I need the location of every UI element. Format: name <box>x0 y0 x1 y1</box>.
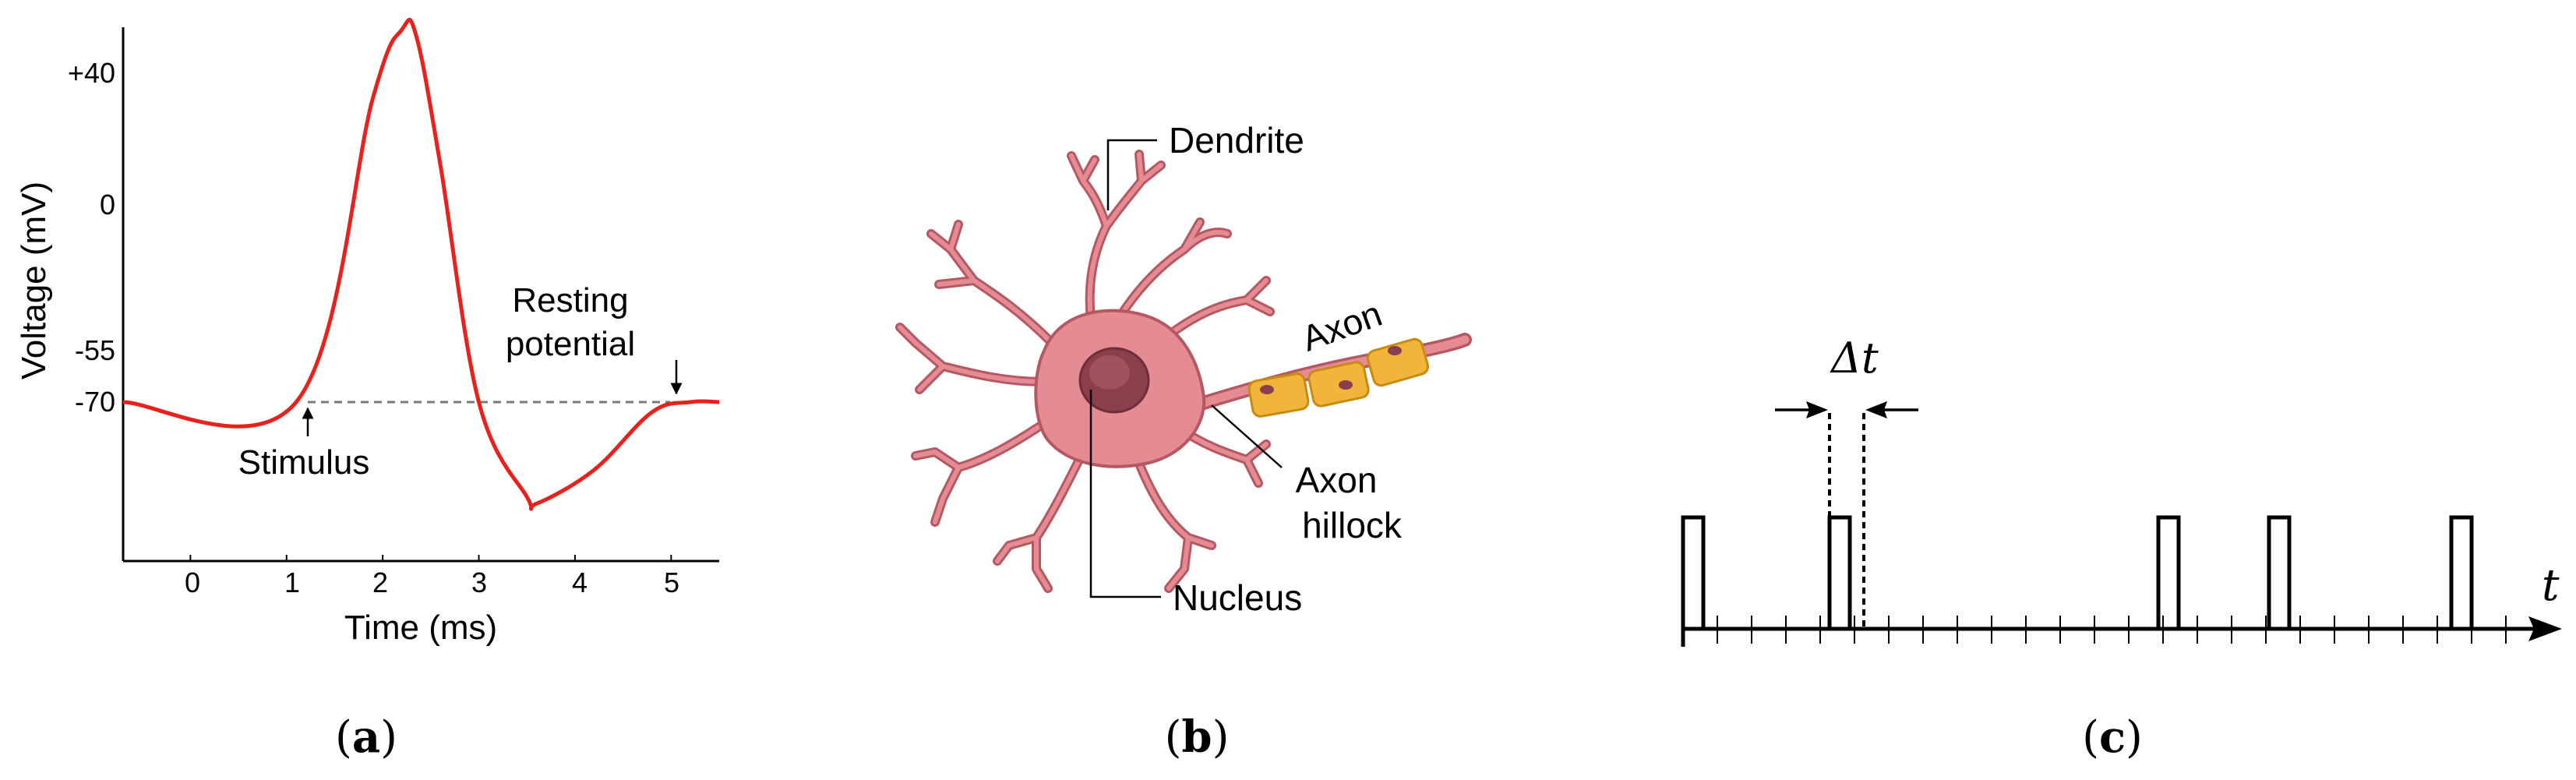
dendrite-leader <box>1106 139 1157 210</box>
xtick-label-5: 5 <box>664 566 679 598</box>
time-ticks <box>1717 616 2507 644</box>
xtick-label-4: 4 <box>572 566 588 598</box>
dendrite-label: Dendrite <box>1169 120 1304 161</box>
axon-hillock-label-line2: hillock <box>1302 505 1403 545</box>
axon-label: Axon <box>1297 293 1387 359</box>
panel-c-caption: (c) <box>2082 711 2143 763</box>
resting-label-line2: potential <box>506 325 635 363</box>
nucleus-label: Nucleus <box>1173 577 1302 618</box>
panel-b-caption: (b) <box>1165 711 1230 763</box>
x-ticks <box>189 555 672 561</box>
delta-t-label: Δt <box>1830 334 1879 383</box>
x-axis-label: Time (ms) <box>344 609 497 647</box>
spike-pulse <box>2267 515 2292 629</box>
resting-label-line1: Resting <box>512 281 628 319</box>
time-axis-label: t <box>2542 560 2560 611</box>
action-potential-trace <box>122 17 720 511</box>
myelin-sheaths <box>1247 337 1430 418</box>
panel-a-action-potential-chart: +40 0 -55 -70 Voltage (mV) 0 1 2 3 4 5 T… <box>15 17 720 763</box>
ytick-label-plus40: +40 <box>68 57 115 89</box>
panel-c-spike-train: Δt t (c) <box>1681 334 2562 763</box>
stimulus-label: Stimulus <box>238 443 370 482</box>
dendrites-fill <box>898 152 1272 591</box>
delta-t-arrowhead-right <box>1865 401 1887 418</box>
spike-pulses <box>1681 515 2474 629</box>
spike-pulse <box>1681 515 1706 629</box>
spike-pulse <box>2449 515 2474 629</box>
spike-pulse <box>1827 515 1852 629</box>
axon-hillock-label-line1: Axon <box>1296 460 1378 500</box>
spike-pulse <box>2156 515 2181 629</box>
axon-hillock-leader <box>1211 404 1283 468</box>
ytick-label-0: 0 <box>100 189 115 221</box>
xtick-label-0: 0 <box>185 566 200 598</box>
nucleus-leader <box>1089 390 1161 598</box>
ytick-label-minus55: -55 <box>75 334 115 366</box>
nucleolus-highlight <box>1089 355 1130 390</box>
xtick-label-2: 2 <box>372 566 388 598</box>
ytick-label-minus70: -70 <box>75 386 115 418</box>
xtick-label-1: 1 <box>284 566 300 598</box>
panel-b-neuron-diagram: Dendrite Axon Axon hillock Nucleus (b) <box>895 120 1472 763</box>
y-axis-label: Voltage (mV) <box>15 182 53 379</box>
xtick-label-3: 3 <box>471 566 487 598</box>
delta-t-arrowhead-left <box>1806 401 1828 418</box>
time-axis-arrowhead <box>2528 616 2562 641</box>
panel-a-caption: (a) <box>335 711 397 763</box>
